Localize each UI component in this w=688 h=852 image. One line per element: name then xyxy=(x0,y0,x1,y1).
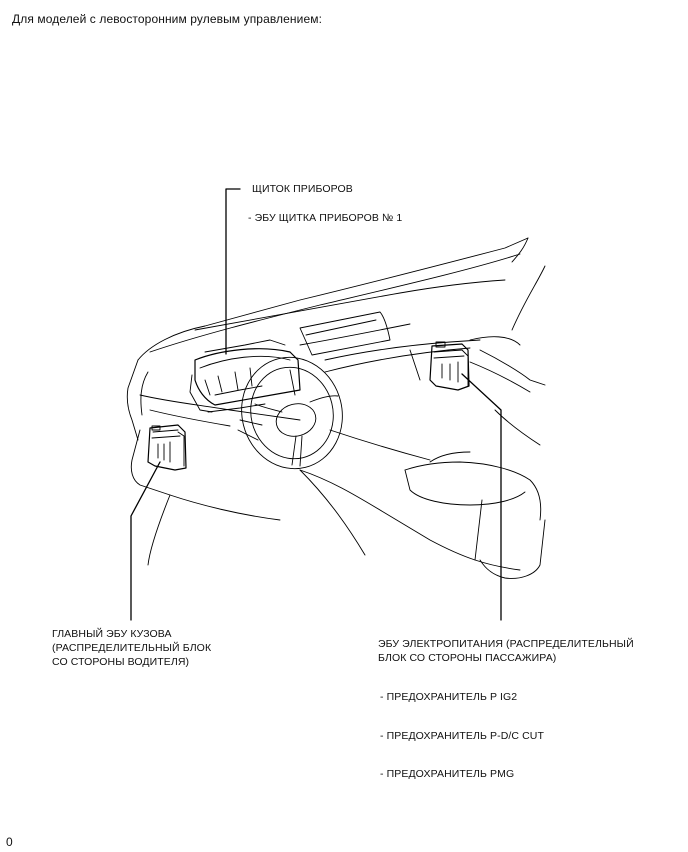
windshield-outline xyxy=(137,237,529,361)
label-combination-meter-ecu: - ЭБУ ЩИТКА ПРИБОРОВ № 1 xyxy=(248,212,403,224)
leader-combination-meter xyxy=(225,188,241,355)
dashboard-lower xyxy=(139,394,301,421)
label-main-body-ecu-line2: (РАСПРЕДЕЛИТЕЛЬНЫЙ БЛОК xyxy=(52,642,212,654)
corner-mark: 0 xyxy=(6,835,13,849)
leader-main-body-ecu xyxy=(130,461,161,621)
label-fuse-pmg: - ПРЕДОХРАНИТЕЛЬ PMG xyxy=(380,768,515,780)
label-fuse-p-ig2: - ПРЕДОХРАНИТЕЛЬ P IG2 xyxy=(380,691,518,703)
label-power-management-ecu-line2: БЛОК СО СТОРОНЫ ПАССАЖИРА) xyxy=(378,652,557,664)
label-fuse-p-dc-cut: - ПРЕДОХРАНИТЕЛЬ P-D/C CUT xyxy=(380,730,545,742)
leader-power-management-ecu xyxy=(461,373,502,621)
page-header: Для моделей с левосторонним рулевым упра… xyxy=(12,12,323,26)
label-combination-meter: ЩИТОК ПРИБОРОВ xyxy=(252,183,353,195)
label-main-body-ecu-line3: СО СТОРОНЫ ВОДИТЕЛЯ) xyxy=(52,656,190,668)
label-power-management-ecu-line1: ЭБУ ЭЛЕКТРОПИТАНИЯ (РАСПРЕДЕЛИТЕЛЬНЫЙ xyxy=(378,638,634,650)
label-main-body-ecu-line1: ГЛАВНЫЙ ЭБУ КУЗОВА xyxy=(52,628,172,640)
combination-meter xyxy=(189,339,301,413)
power-management-ecu xyxy=(429,341,470,391)
dashboard-top xyxy=(194,279,506,331)
main-body-ecu xyxy=(147,424,187,471)
center-console xyxy=(329,429,431,461)
